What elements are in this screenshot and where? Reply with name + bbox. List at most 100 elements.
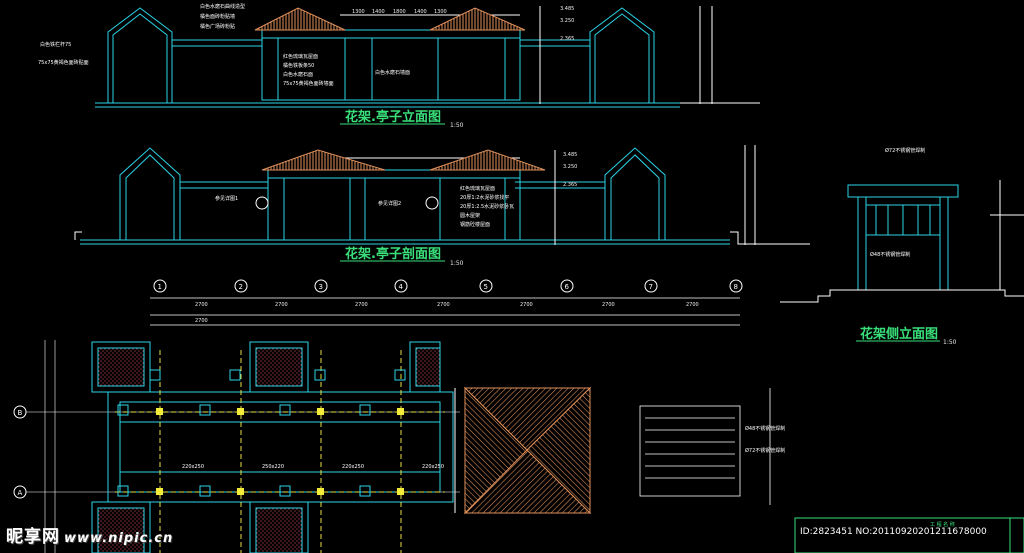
plan-axis-bubbles: 1 2 3 4 5 6 7 8 bbox=[153, 279, 743, 293]
side-notes: Ø72不锈钢管焊制 Ø48不锈钢管焊制 bbox=[870, 147, 925, 258]
section-note: 参见详图1 bbox=[215, 195, 238, 202]
section-note: 圆木屋架 bbox=[460, 212, 480, 219]
watermark: 昵享网 www.nipic.cn bbox=[6, 522, 173, 547]
plan-note: Ø48不锈钢管焊制 bbox=[745, 425, 785, 432]
pier-block bbox=[415, 347, 441, 387]
section-title: 花架.亭子剖面图 bbox=[345, 246, 441, 262]
level-mark: 2.365 bbox=[563, 182, 577, 188]
pier-block bbox=[255, 507, 303, 553]
svg-text:5: 5 bbox=[484, 283, 488, 291]
title-block-label: 工 程 名 称 bbox=[930, 521, 955, 528]
section-roof-left bbox=[261, 149, 386, 171]
image-id-label: ID:2823451 NO:20110920201211678000 bbox=[800, 527, 987, 537]
pergola-plan bbox=[639, 388, 771, 505]
section-roof-right bbox=[429, 149, 546, 171]
axis-dim: 2700 bbox=[686, 302, 699, 308]
column-label: 250x220 bbox=[262, 464, 284, 470]
axis-dim: 2700 bbox=[195, 318, 208, 324]
plan-axis-row bbox=[150, 297, 740, 326]
title-block bbox=[794, 517, 1024, 553]
pier-block bbox=[97, 507, 145, 553]
level-mark: 3.250 bbox=[563, 164, 577, 170]
level-mark: 2.365 bbox=[560, 36, 574, 42]
axis-bubble: 4 bbox=[394, 279, 408, 293]
column-label: 220x250 bbox=[342, 464, 364, 470]
svg-text:A: A bbox=[18, 489, 23, 497]
elevation-roof-dims: 1300 1400 1800 1400 1300 bbox=[352, 9, 447, 15]
column-label: 220x250 bbox=[182, 464, 204, 470]
side-note: Ø72不锈钢管焊制 bbox=[885, 147, 925, 154]
axis-dim: 2700 bbox=[355, 302, 368, 308]
row-bubble: B bbox=[13, 405, 27, 419]
section-levels: 3.485 3.250 2.365 bbox=[563, 152, 577, 188]
side-title: 花架侧立面图 bbox=[860, 326, 938, 342]
axis-dim: 2700 bbox=[437, 302, 450, 308]
side-elevation-view bbox=[780, 180, 1024, 303]
watermark-url: www.nipic.cn bbox=[64, 531, 174, 546]
section-view bbox=[74, 145, 810, 245]
roof-dim: 1800 bbox=[393, 9, 406, 15]
axis-bubble: 8 bbox=[729, 279, 743, 293]
axis-dim: 2700 bbox=[602, 302, 615, 308]
axis-dim: 2700 bbox=[520, 302, 533, 308]
axis-bubble: 5 bbox=[479, 279, 493, 293]
plan-row-bubbles: B A bbox=[13, 405, 27, 499]
svg-text:4: 4 bbox=[399, 283, 404, 291]
elevation-note: 白色水磨石墙面 bbox=[375, 69, 410, 76]
row-bubble: A bbox=[13, 485, 27, 499]
roof-dim: 1300 bbox=[434, 9, 447, 15]
elevation-note: 75x75黄褐色面砖贴面 bbox=[38, 59, 89, 66]
pier-block bbox=[255, 347, 303, 387]
section-notes: 红色琉璃瓦屋面 20厚1:2水泥砂浆找平 20厚1:2.5水泥砂浆卧瓦 圆木屋架… bbox=[215, 185, 514, 228]
watermark-site-name: 昵享网 bbox=[6, 527, 60, 547]
elevation-roof-right bbox=[429, 7, 526, 31]
plan-piers bbox=[91, 341, 441, 553]
axis-bubble: 2 bbox=[234, 279, 248, 293]
elevation-title: 花架.亭子立面图 bbox=[345, 109, 441, 125]
column-label: 220x250 bbox=[422, 464, 444, 470]
elevation-note: 白色水磨石曲线造型 bbox=[200, 3, 245, 10]
section-note: 钢筋砼楼屋面 bbox=[460, 221, 490, 228]
roof-plan bbox=[454, 386, 592, 515]
svg-text:8: 8 bbox=[734, 283, 738, 291]
elevation-scale: 1:50 bbox=[450, 122, 464, 129]
elevation-levels: 3.485 3.250 2.365 bbox=[560, 6, 574, 42]
roof-dim: 1300 bbox=[352, 9, 365, 15]
elevation-note: 白色铁栏杆75 bbox=[40, 41, 71, 48]
elevation-roof-left bbox=[254, 7, 346, 31]
elevation-view bbox=[95, 6, 760, 108]
plan-note: Ø72不锈钢管焊制 bbox=[745, 447, 785, 454]
side-note: Ø48不锈钢管焊制 bbox=[870, 251, 910, 258]
axis-bubble: 1 bbox=[153, 279, 167, 293]
pier-block bbox=[97, 347, 145, 387]
svg-text:2: 2 bbox=[239, 283, 243, 291]
plan-notes: Ø48不锈钢管焊制 Ø72不锈钢管焊制 bbox=[745, 425, 785, 454]
roof-dim: 1400 bbox=[372, 9, 385, 15]
elevation-note: 橘色铁板条50 bbox=[283, 62, 314, 69]
section-note: 20厚1:2.5水泥砂浆卧瓦 bbox=[460, 203, 514, 210]
elevation-note: 白色水磨石面 bbox=[283, 71, 313, 78]
plan-columns bbox=[156, 408, 404, 495]
svg-text:3: 3 bbox=[319, 283, 323, 291]
axis-bubble: 6 bbox=[560, 279, 574, 293]
plan-axis-dims: 2700 2700 2700 2700 2700 2700 2700 2700 bbox=[195, 302, 699, 324]
level-mark: 3.485 bbox=[563, 152, 577, 158]
axis-dim: 2700 bbox=[275, 302, 288, 308]
svg-text:7: 7 bbox=[649, 283, 653, 291]
axis-bubble: 3 bbox=[314, 279, 328, 293]
level-mark: 3.250 bbox=[560, 18, 574, 24]
section-note: 20厚1:2水泥砂浆找平 bbox=[460, 194, 509, 201]
elevation-note: 橘色面砖粉贴墙 bbox=[200, 13, 235, 20]
axis-dim: 2700 bbox=[195, 302, 208, 308]
section-note: 红色琉璃瓦屋面 bbox=[460, 185, 495, 192]
section-note: 参见详图2 bbox=[378, 200, 401, 207]
section-scale: 1:50 bbox=[450, 260, 464, 267]
roof-dim: 1400 bbox=[414, 9, 427, 15]
svg-text:1: 1 bbox=[158, 283, 162, 291]
side-scale: 1:50 bbox=[943, 339, 957, 346]
svg-text:6: 6 bbox=[565, 283, 570, 291]
elevation-note: 红色琉璃瓦屋面 bbox=[283, 53, 318, 60]
axis-bubble: 7 bbox=[644, 279, 658, 293]
elevation-note: 75x75黄褐色面砖墙面 bbox=[283, 80, 334, 87]
